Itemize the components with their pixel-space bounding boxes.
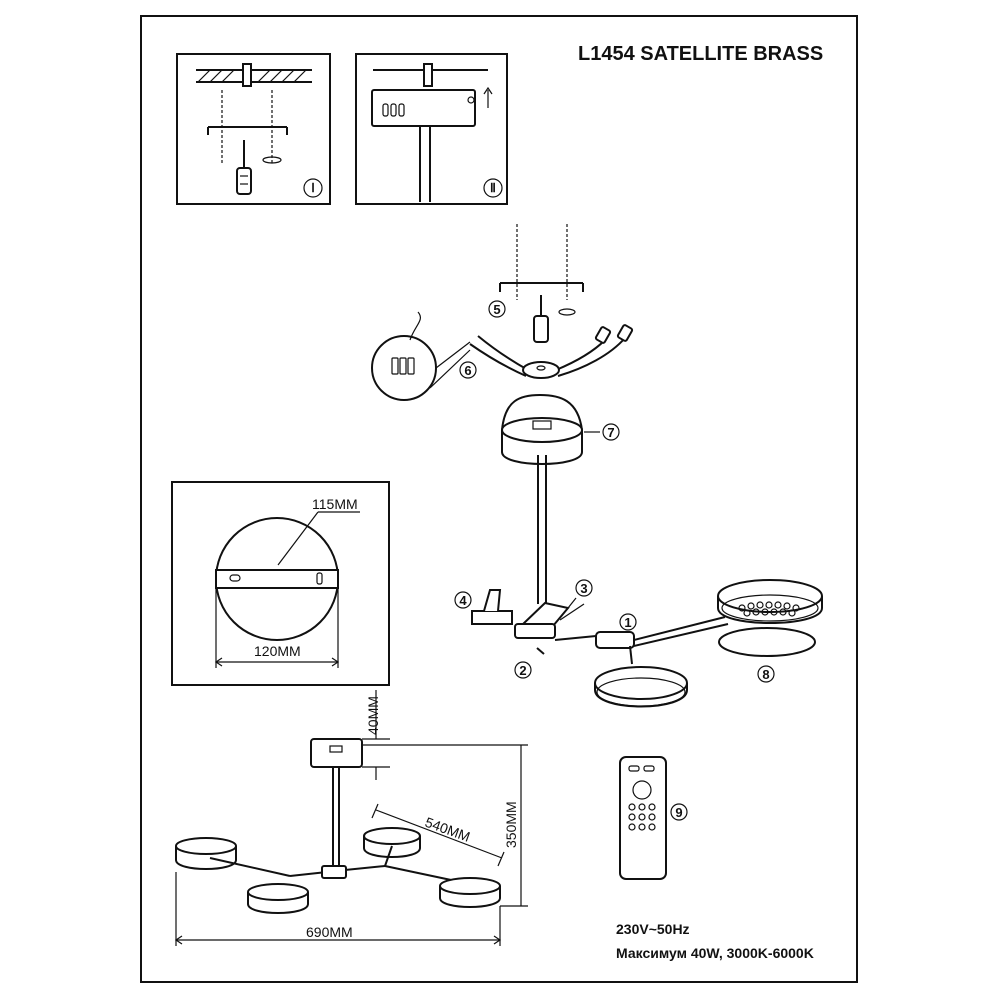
- step-2-panel: Ⅱ: [355, 53, 508, 205]
- product-title: L1454 SATELLITE BRASS: [578, 43, 823, 65]
- callout-7: 7: [607, 425, 614, 440]
- callout-5: 5: [493, 302, 500, 317]
- plate-width-label: 120MM: [254, 643, 301, 659]
- callout-3: 3: [580, 581, 587, 596]
- total-height-label: 350MM: [503, 801, 519, 848]
- canopy-dimension-panel: 115MM 120MM: [171, 481, 390, 686]
- canopy-diameter-label: 115MM: [312, 496, 358, 512]
- callout-1: 1: [624, 615, 631, 630]
- exploded-assembly: 5 6 7: [371, 224, 823, 708]
- dimension-drawing: 40MM 540MM 350MM 690MM: [174, 690, 528, 946]
- callout-9: 9: [675, 805, 682, 820]
- page-frame: [140, 15, 858, 983]
- canopy-height-label: 40MM: [365, 696, 381, 735]
- remote-control: 9: [619, 756, 688, 880]
- arm-length-label: 540MM: [423, 814, 472, 845]
- callout-2: 2: [519, 663, 526, 678]
- total-width-label: 690MM: [306, 924, 353, 940]
- callout-4: 4: [459, 593, 467, 608]
- step-2-label: Ⅱ: [490, 181, 496, 195]
- power-spec: Максимум 40W, 3000K-6000K: [616, 945, 814, 961]
- step-1-panel: Ⅰ: [176, 53, 331, 205]
- step-1-label: Ⅰ: [311, 181, 315, 195]
- voltage-spec: 230V~50Hz: [616, 921, 690, 937]
- callout-6: 6: [464, 363, 471, 378]
- callout-8: 8: [762, 667, 769, 682]
